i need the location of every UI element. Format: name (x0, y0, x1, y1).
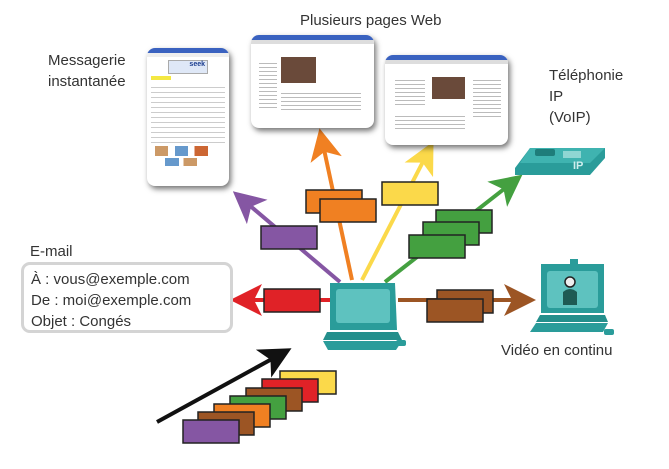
email-from: De : moi@exemple.com (31, 292, 192, 309)
seek-logo: seek (168, 60, 208, 74)
packet-web-3 (381, 181, 439, 206)
packet-video-2 (426, 298, 484, 323)
label-ip-telephony-line1: Téléphonie (549, 67, 624, 84)
label-instant-messaging-line1: Messagerie (48, 52, 126, 69)
label-ip-telephony-line2: IP (549, 88, 564, 105)
video-computer-icon (530, 259, 614, 335)
web-page-screenshot-1 (251, 35, 374, 128)
email-subject: Objet : Congés (31, 313, 132, 330)
ip-phone-icon: IP (515, 148, 605, 175)
person-icon (563, 289, 577, 305)
label-ip-telephony-line3: (VoIP) (549, 109, 591, 126)
packet-im (260, 225, 318, 250)
flow-arrow-web-2 (360, 141, 434, 281)
flow-arrow-incoming (156, 348, 292, 424)
email-to: À : vous@exemple.com (31, 271, 190, 288)
ip-badge: IP (573, 160, 583, 172)
label-email: E-mail (30, 243, 73, 260)
packet-web-2 (319, 198, 377, 223)
label-web-pages: Plusieurs pages Web (300, 12, 442, 29)
label-video: Vidéo en continu (501, 342, 613, 359)
packet-email (263, 288, 321, 313)
im-window-screenshot: seek (147, 48, 229, 186)
central-computer-icon (323, 283, 406, 350)
label-instant-messaging-line2: instantanée (48, 73, 126, 90)
email-card: À : vous@exemple.com De : moi@exemple.co… (21, 262, 233, 333)
incoming-packet-purple (182, 419, 240, 444)
web-page-screenshot-2 (385, 55, 508, 145)
packet-voip-3 (408, 234, 466, 259)
